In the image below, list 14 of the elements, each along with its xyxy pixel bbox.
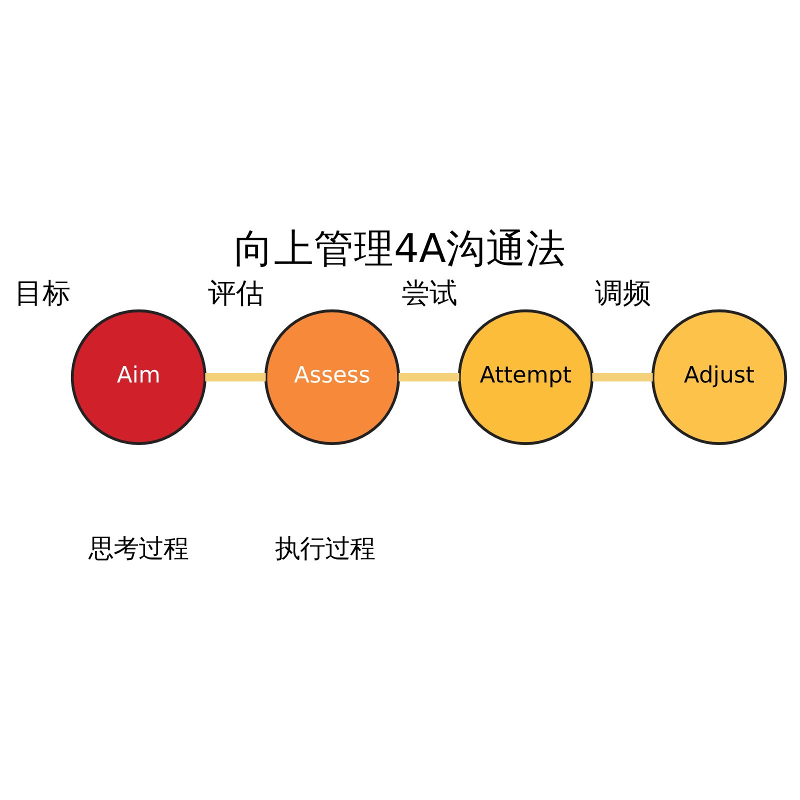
diagram-title: 向上管理4A沟通法 xyxy=(234,225,566,272)
connector xyxy=(205,372,266,381)
connector xyxy=(592,372,653,381)
node-label: 尝试 xyxy=(401,276,458,309)
node-circle: Attempt xyxy=(458,308,594,444)
node-label: 目标 xyxy=(14,276,70,309)
label: 执行过程 xyxy=(275,532,376,563)
node-circle: Aim xyxy=(70,308,206,444)
node-circle: Adjust xyxy=(651,308,788,444)
node-label: 评估 xyxy=(208,276,264,309)
node-label: 调频 xyxy=(594,276,651,309)
label: 思考过程 xyxy=(88,532,189,563)
node-circle: Assess xyxy=(264,308,400,444)
connector xyxy=(398,372,460,381)
